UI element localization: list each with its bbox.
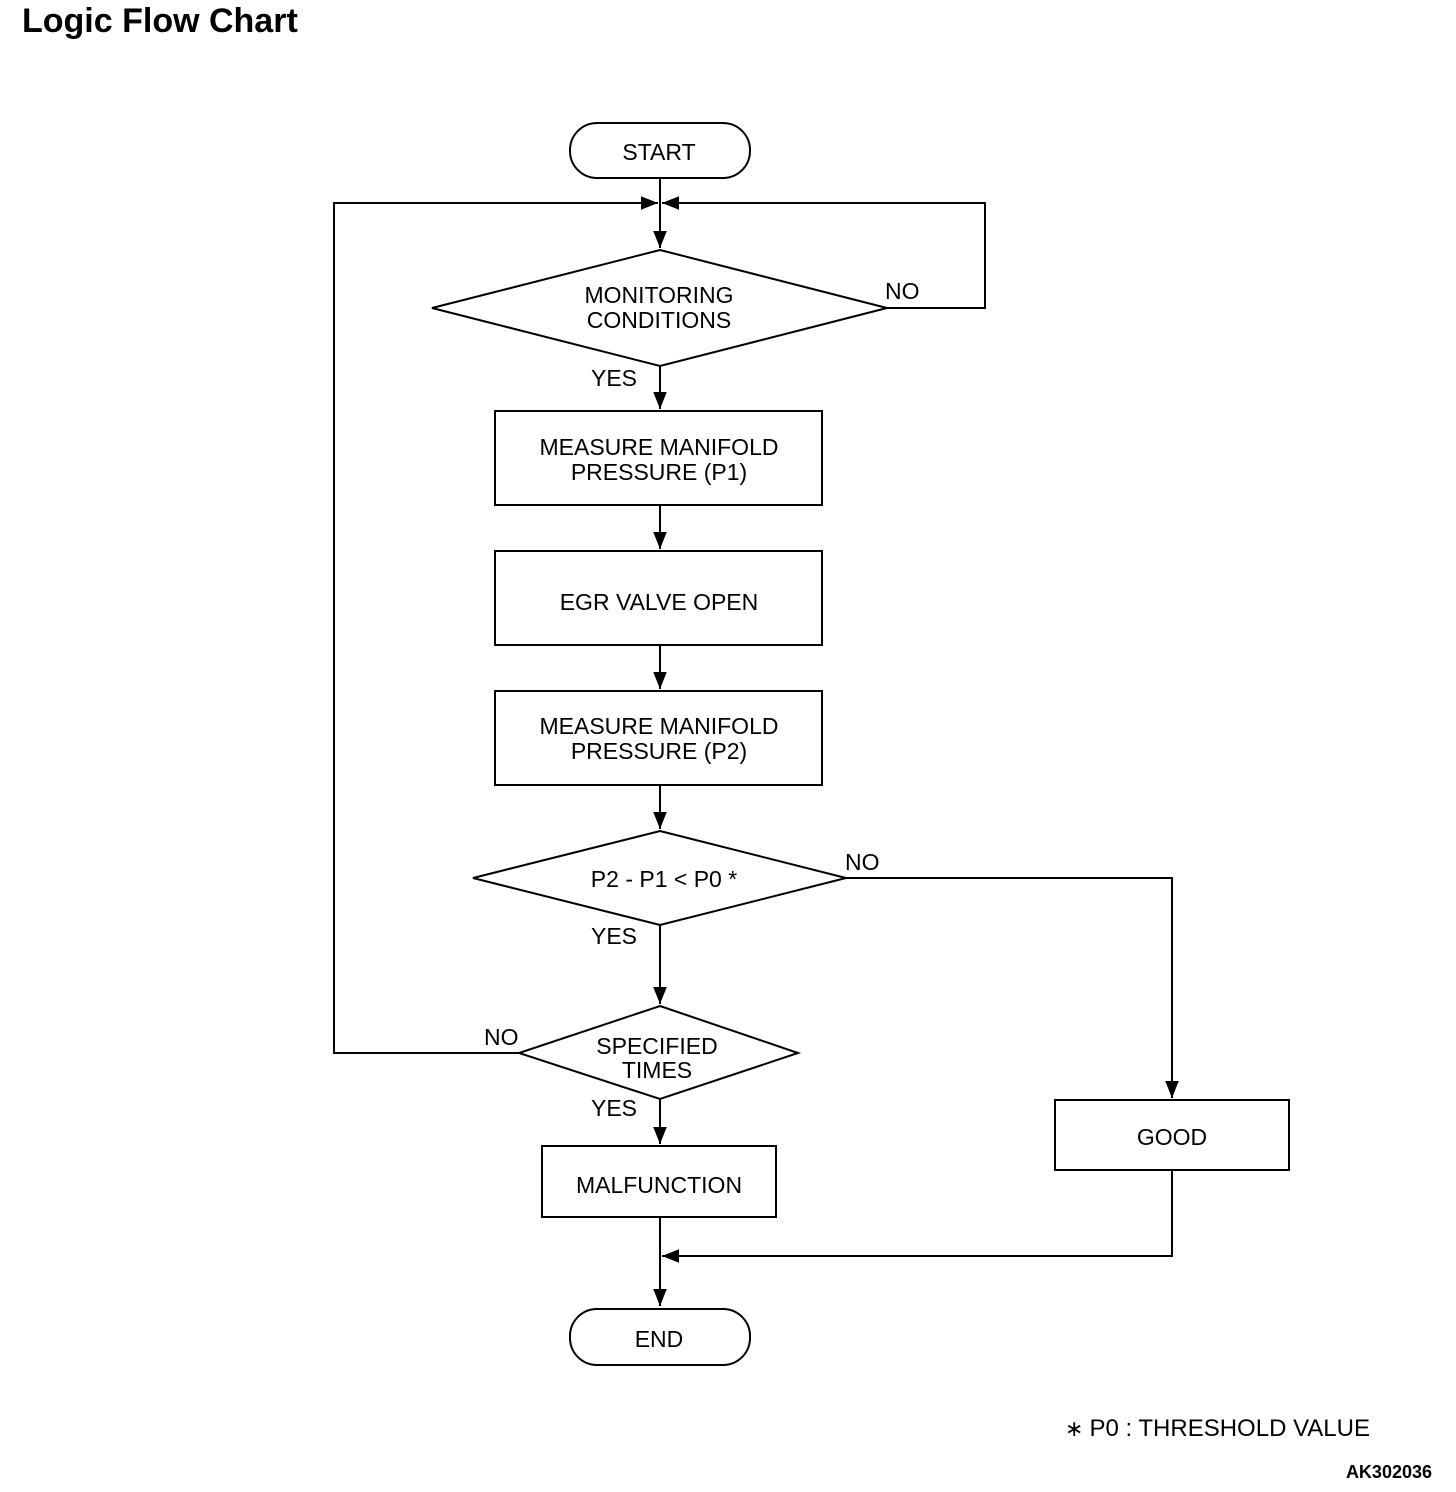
egr-valve-open-process <box>494 550 823 646</box>
measure-p2-label-line1: MEASURE MANIFOLD <box>540 713 779 739</box>
specified-no-label: NO <box>484 1024 519 1050</box>
loop-from-monitoring-no <box>662 196 986 309</box>
measure-p1-label-line1: MEASURE MANIFOLD <box>540 434 779 460</box>
loop-from-specified-no <box>333 196 658 1054</box>
start-label: START <box>622 139 695 165</box>
end-terminator <box>569 1308 751 1366</box>
connector-compare-good <box>846 877 1179 1098</box>
egr-open-label: EGR VALVE OPEN <box>560 589 759 615</box>
malfunction-label: MALFUNCTION <box>576 1172 742 1198</box>
asterisk-icon: ∗ <box>1065 1416 1084 1441</box>
footnote-text: P0 : THRESHOLD VALUE <box>1089 1415 1370 1442</box>
measure-p1-label-line2: PRESSURE (P1) <box>571 459 747 485</box>
threshold-footnote: ∗P0 : THRESHOLD VALUE <box>1065 1415 1370 1443</box>
measure-p2-process <box>494 690 823 786</box>
monitoring-no-label: NO <box>885 278 920 304</box>
monitoring-label-line2: CONDITIONS <box>587 307 731 333</box>
page-title: Logic Flow Chart <box>22 2 298 40</box>
measure-p2-label-line2: PRESSURE (P2) <box>571 738 747 764</box>
compare-no-label: NO <box>845 849 880 875</box>
good-label: GOOD <box>1137 1124 1207 1150</box>
figure-code: AK302036 <box>1345 1462 1432 1482</box>
measure-p1-process <box>494 410 823 506</box>
compare-yes-label: YES <box>591 923 637 949</box>
monitoring-label-line1: MONITORING <box>584 282 733 308</box>
connector-good-end <box>662 1170 1173 1263</box>
compare-label: P2 - P1 < P0 * <box>591 866 737 892</box>
specified-yes-label: YES <box>591 1095 637 1121</box>
monitoring-yes-label: YES <box>591 365 637 391</box>
malfunction-result <box>541 1145 777 1218</box>
end-label: END <box>635 1326 684 1352</box>
specified-label-line1: SPECIFIED <box>596 1033 717 1059</box>
specified-label-line2: TIMES <box>622 1057 692 1083</box>
